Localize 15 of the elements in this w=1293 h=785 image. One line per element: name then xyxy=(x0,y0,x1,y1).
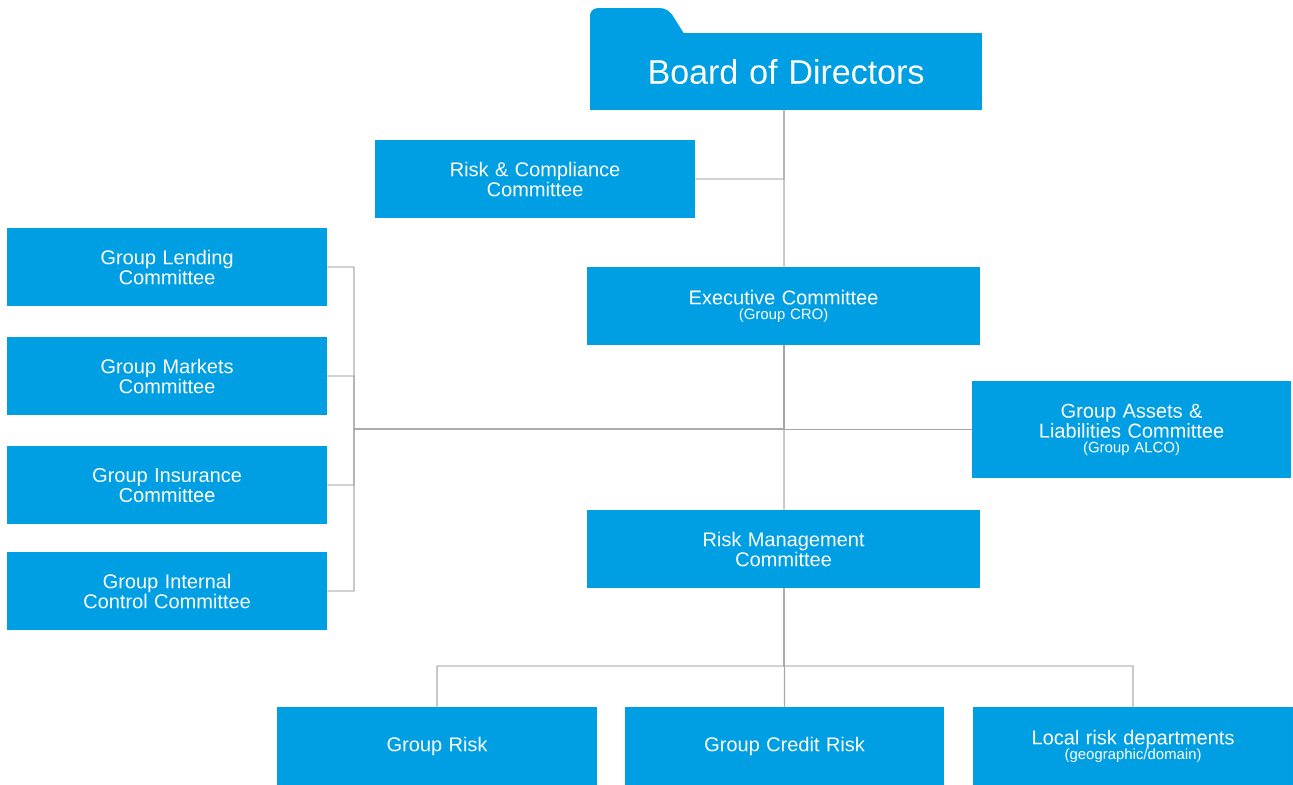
connector-line xyxy=(783,587,1134,708)
committee-box: Executive Committee (Group CRO) xyxy=(587,267,980,345)
connector-line xyxy=(783,109,785,268)
department-box: Local risk departments (geographic/domain) xyxy=(973,707,1293,785)
department-box: Group Risk xyxy=(277,707,597,785)
connector-line xyxy=(783,344,785,511)
folder-box: Board of Directors xyxy=(590,8,982,110)
department-box: Group Credit Risk xyxy=(625,707,944,785)
committee-box: Group Assets & Liabilities Committee (Group ALCO) xyxy=(972,381,1291,478)
committee-box: Group Markets Committee xyxy=(7,337,327,415)
committee-box: Group Insurance Committee xyxy=(7,446,327,524)
committee-box: Group Internal Control Committee xyxy=(7,552,327,630)
committee-box: Group Lending Committee xyxy=(7,228,327,306)
committee-box: Risk & Compliance Committee xyxy=(375,140,695,218)
committee-box: Risk Management Committee xyxy=(587,510,980,588)
